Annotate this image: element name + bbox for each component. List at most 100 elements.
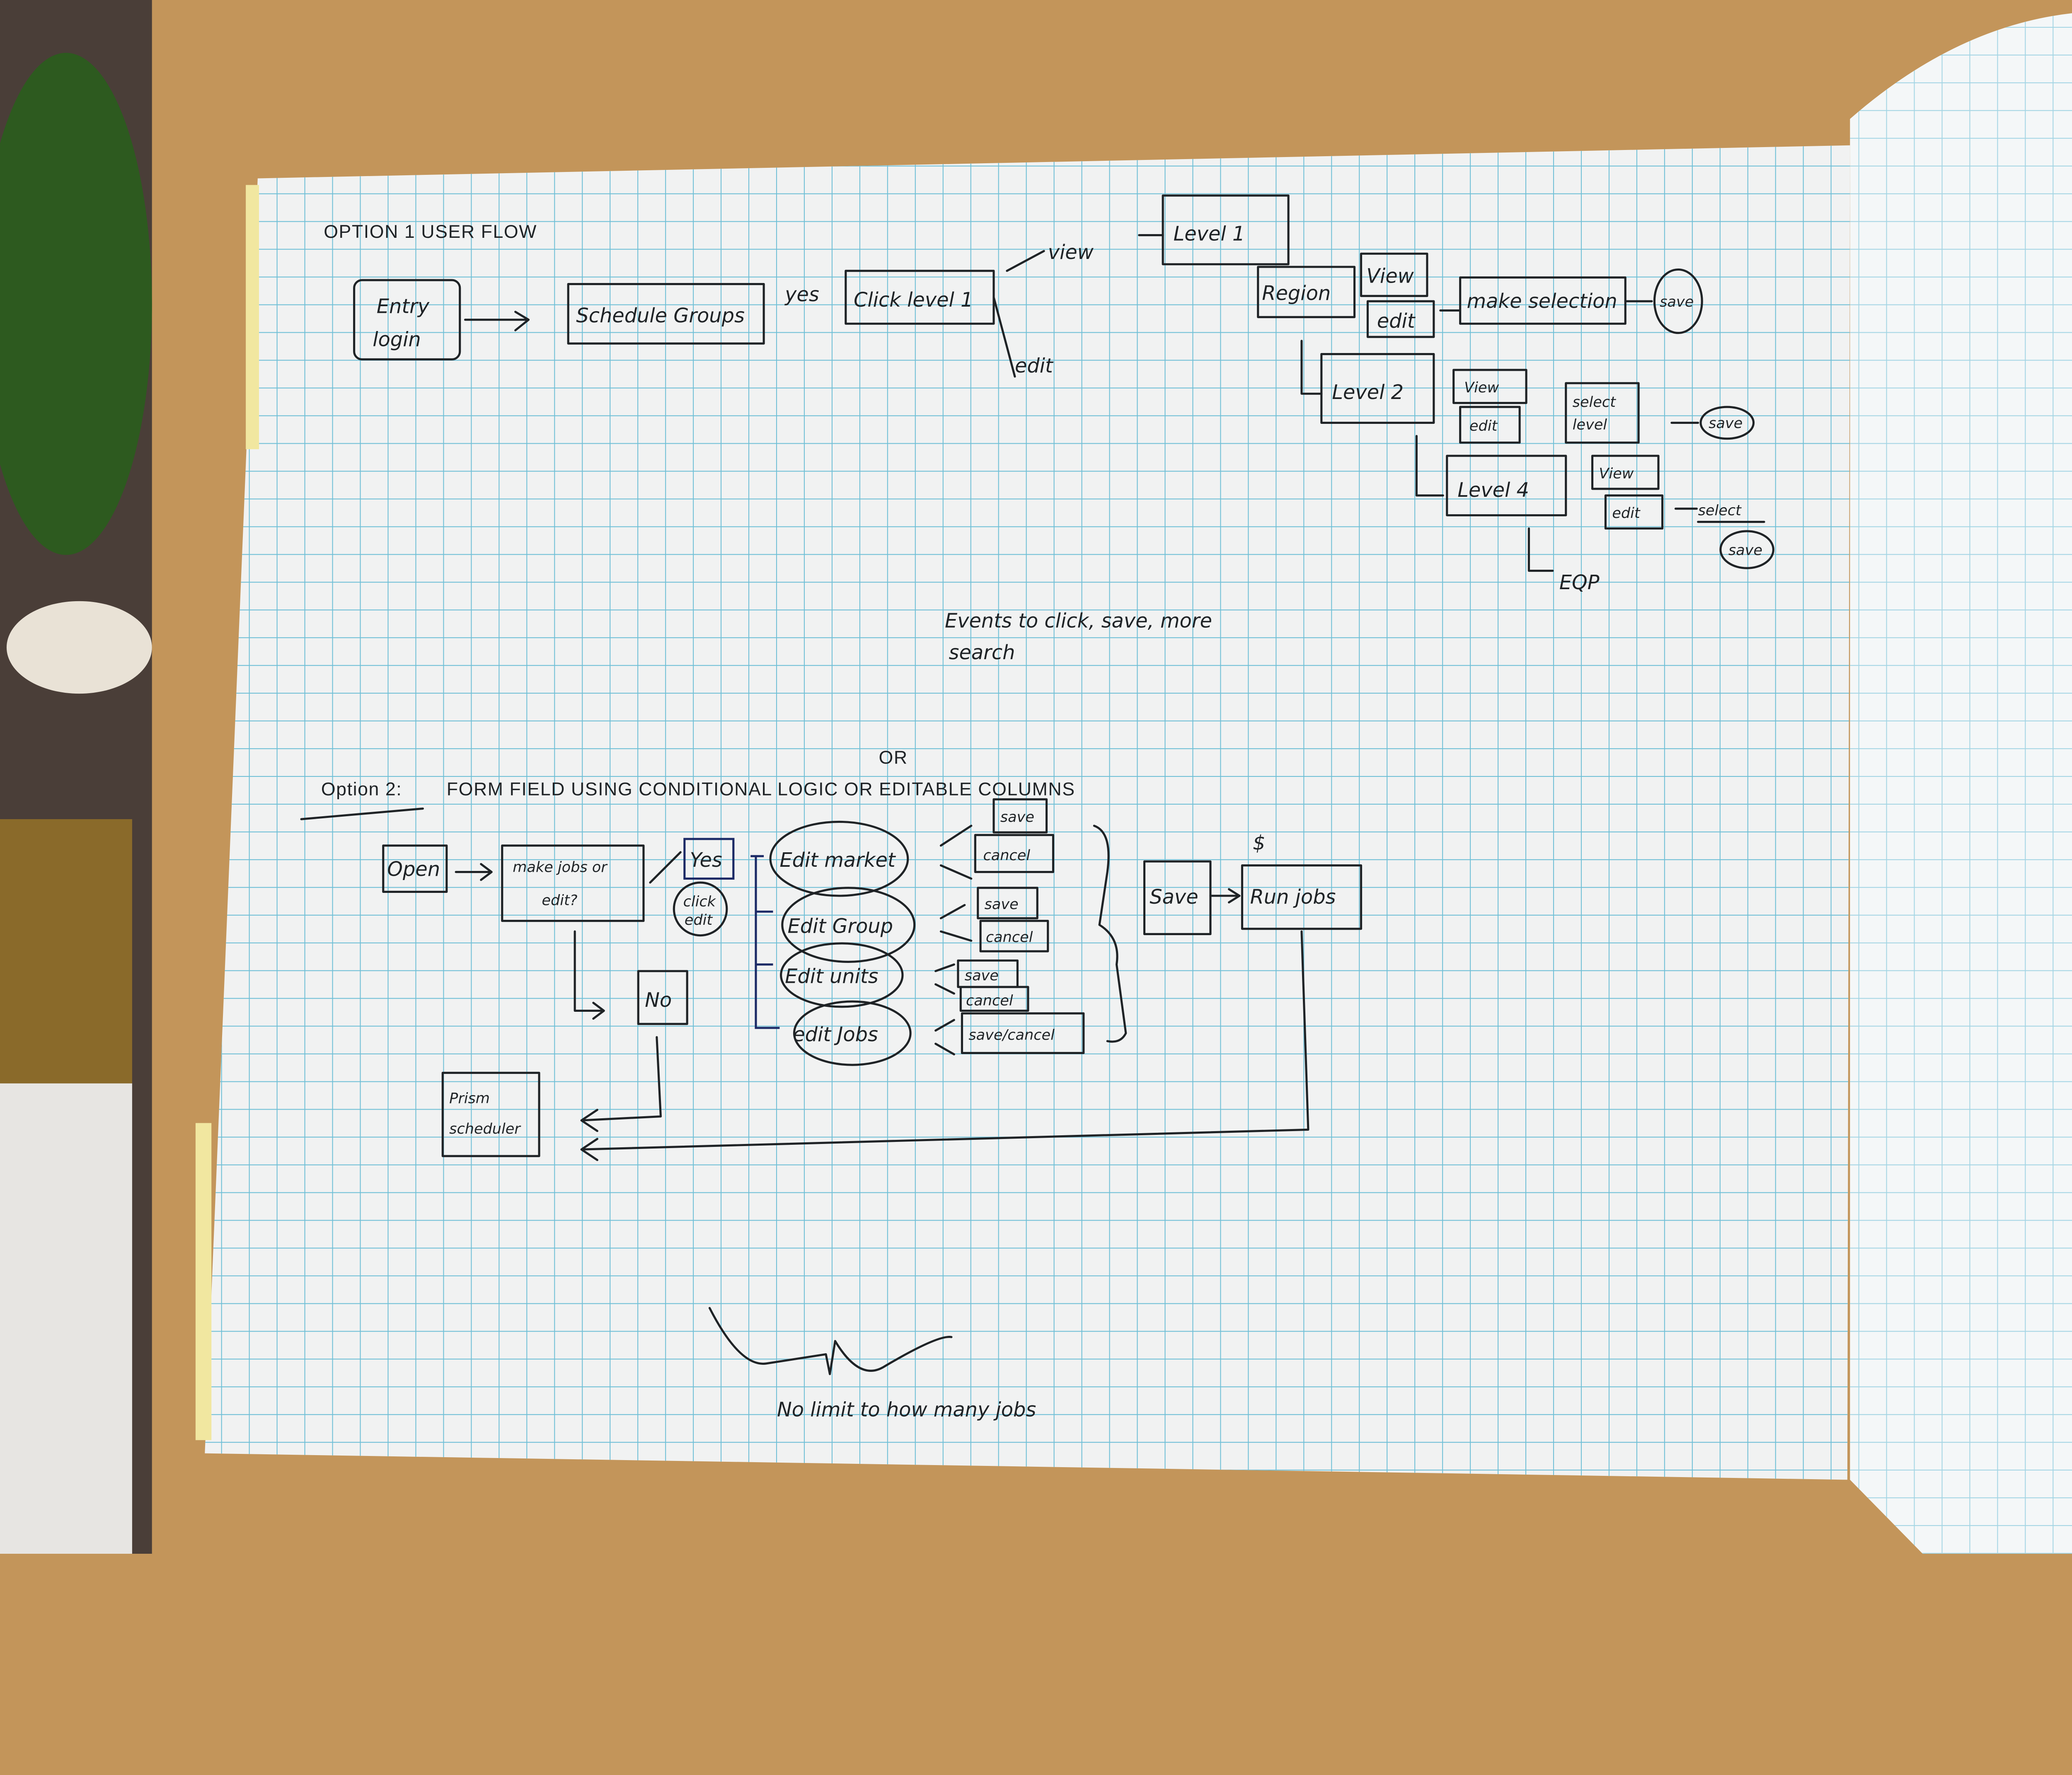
or-label: OR: [879, 747, 908, 768]
edit-units-label: Edit units: [785, 965, 878, 988]
save-circle: [1719, 530, 1774, 569]
save-label: save: [1000, 808, 1034, 825]
edit-units-oval: [780, 942, 904, 1008]
connector-arrow: [1527, 527, 1554, 572]
region-view-box: [1360, 252, 1428, 297]
login-label: login: [373, 328, 421, 351]
level4-view-box: [1591, 455, 1660, 490]
eqp-label: EQP: [1559, 571, 1600, 594]
level4-edit-label: edit: [1612, 505, 1641, 522]
scheduler-label: scheduler: [449, 1120, 521, 1137]
entry-label: Entry: [377, 295, 430, 318]
save-label: save: [985, 896, 1019, 913]
sticky-tab: [246, 185, 259, 450]
click-level-label: Click level 1: [854, 289, 973, 312]
brace: [1093, 825, 1127, 1043]
no-label: No: [645, 989, 672, 1012]
click-edit-circle: [673, 881, 728, 937]
fur-rug: [0, 1083, 132, 1554]
level2-label: Level 2: [1332, 381, 1404, 404]
edit-market-oval: [769, 820, 909, 897]
branch-lines: [992, 250, 1045, 378]
events-note-line2: search: [949, 641, 1015, 664]
open-box: [382, 844, 448, 893]
edit-label: edit: [685, 912, 713, 929]
cancel-label: cancel: [966, 992, 1013, 1009]
no-arrow: [580, 1036, 662, 1132]
sketch-photo: OPTION 1 USER FLOW Entry login Schedule …: [0, 0, 2072, 1554]
connector-line: [649, 851, 682, 884]
cancel-label: cancel: [983, 847, 1030, 864]
option2-prefix: Option 2:: [321, 779, 402, 800]
cancel-box: [974, 834, 1055, 873]
plant-pot: [6, 601, 152, 694]
run-jobs-box: [1241, 864, 1362, 930]
save-final-label: Save: [1150, 886, 1198, 909]
edit-label: edit: [1015, 355, 1054, 377]
level1-label: Level 1: [1174, 222, 1245, 245]
schedule-groups-box: [567, 283, 765, 345]
underline: [300, 807, 424, 820]
prism-scheduler-box: [441, 1071, 540, 1157]
make-jobs-label: make jobs or: [513, 859, 608, 876]
sticky-tab: [195, 1123, 212, 1440]
level4-label: Level 4: [1457, 479, 1529, 502]
arrow-icon: [464, 311, 530, 331]
yes-label: yes: [784, 283, 819, 306]
region-edit-label: edit: [1377, 310, 1416, 333]
arrow-icon: [1209, 888, 1241, 904]
region-box: [1257, 266, 1356, 318]
save-final-box: [1143, 860, 1212, 936]
run-jobs-label: Run jobs: [1250, 886, 1336, 909]
branch-bracket: [750, 855, 780, 1029]
level2-edit-box: [1459, 406, 1521, 444]
save-label: save: [965, 967, 999, 984]
connector-line: [1439, 300, 1653, 312]
level1-box: [1162, 194, 1290, 266]
select-level-box: [1565, 382, 1640, 444]
save-box: [977, 887, 1038, 919]
events-note: Events to click, save, more: [945, 610, 1212, 633]
edit-market-label: Edit market: [779, 849, 896, 872]
prism-label: Prism: [449, 1090, 490, 1107]
level-label: level: [1573, 416, 1607, 433]
connector-line: [1674, 508, 1765, 523]
edit-jobs-oval: [793, 1000, 912, 1066]
cancel-box: [979, 920, 1049, 953]
footer-note: No limit to how many jobs: [777, 1398, 1036, 1421]
save-label: save: [1728, 542, 1762, 559]
level2-edit-label: edit: [1469, 418, 1498, 435]
region-label: Region: [1262, 282, 1331, 305]
notebook-right-page-grid: [1850, 13, 2072, 1554]
save-label: save: [1709, 415, 1743, 432]
level2-box: [1320, 353, 1435, 424]
level4-view-label: View: [1599, 465, 1634, 482]
select-label: select: [1573, 394, 1616, 411]
edit-question-label: edit?: [542, 892, 577, 909]
save-cancel-label: save/cancel: [968, 1027, 1055, 1044]
option1-title: OPTION 1 USER FLOW: [324, 222, 537, 242]
level2-view-label: View: [1464, 379, 1499, 396]
edit-options: Edit market Edit Group Edit units edit J…: [769, 820, 916, 1066]
dollar-label: $: [1253, 832, 1265, 854]
no-box: [637, 970, 688, 1025]
make-jobs-box: [501, 844, 645, 922]
connector-arrow: [1300, 340, 1323, 395]
graph-paper-grid: [205, 145, 1850, 1480]
save-box: [992, 798, 1048, 834]
save-circle: [1653, 268, 1703, 334]
option2-title: FORM FIELD USING CONDITIONAL LOGIC OR ED…: [447, 779, 1075, 800]
entry-login-box: [353, 279, 461, 360]
click-label: click: [683, 893, 716, 910]
connector-arrow: [1415, 435, 1444, 497]
view-label: view: [1048, 241, 1094, 264]
edit-jobs-label: edit Jobs: [793, 1023, 878, 1046]
squiggle: [708, 1307, 953, 1375]
plant-leaves: [0, 53, 152, 555]
yes-label: Yes: [690, 849, 722, 872]
cloth: [0, 819, 132, 1083]
cancel-label: cancel: [986, 929, 1033, 946]
schedule-groups-label: Schedule Groups: [576, 305, 745, 327]
edit-group-label: Edit Group: [788, 915, 893, 938]
level2-view-box: [1452, 369, 1527, 404]
